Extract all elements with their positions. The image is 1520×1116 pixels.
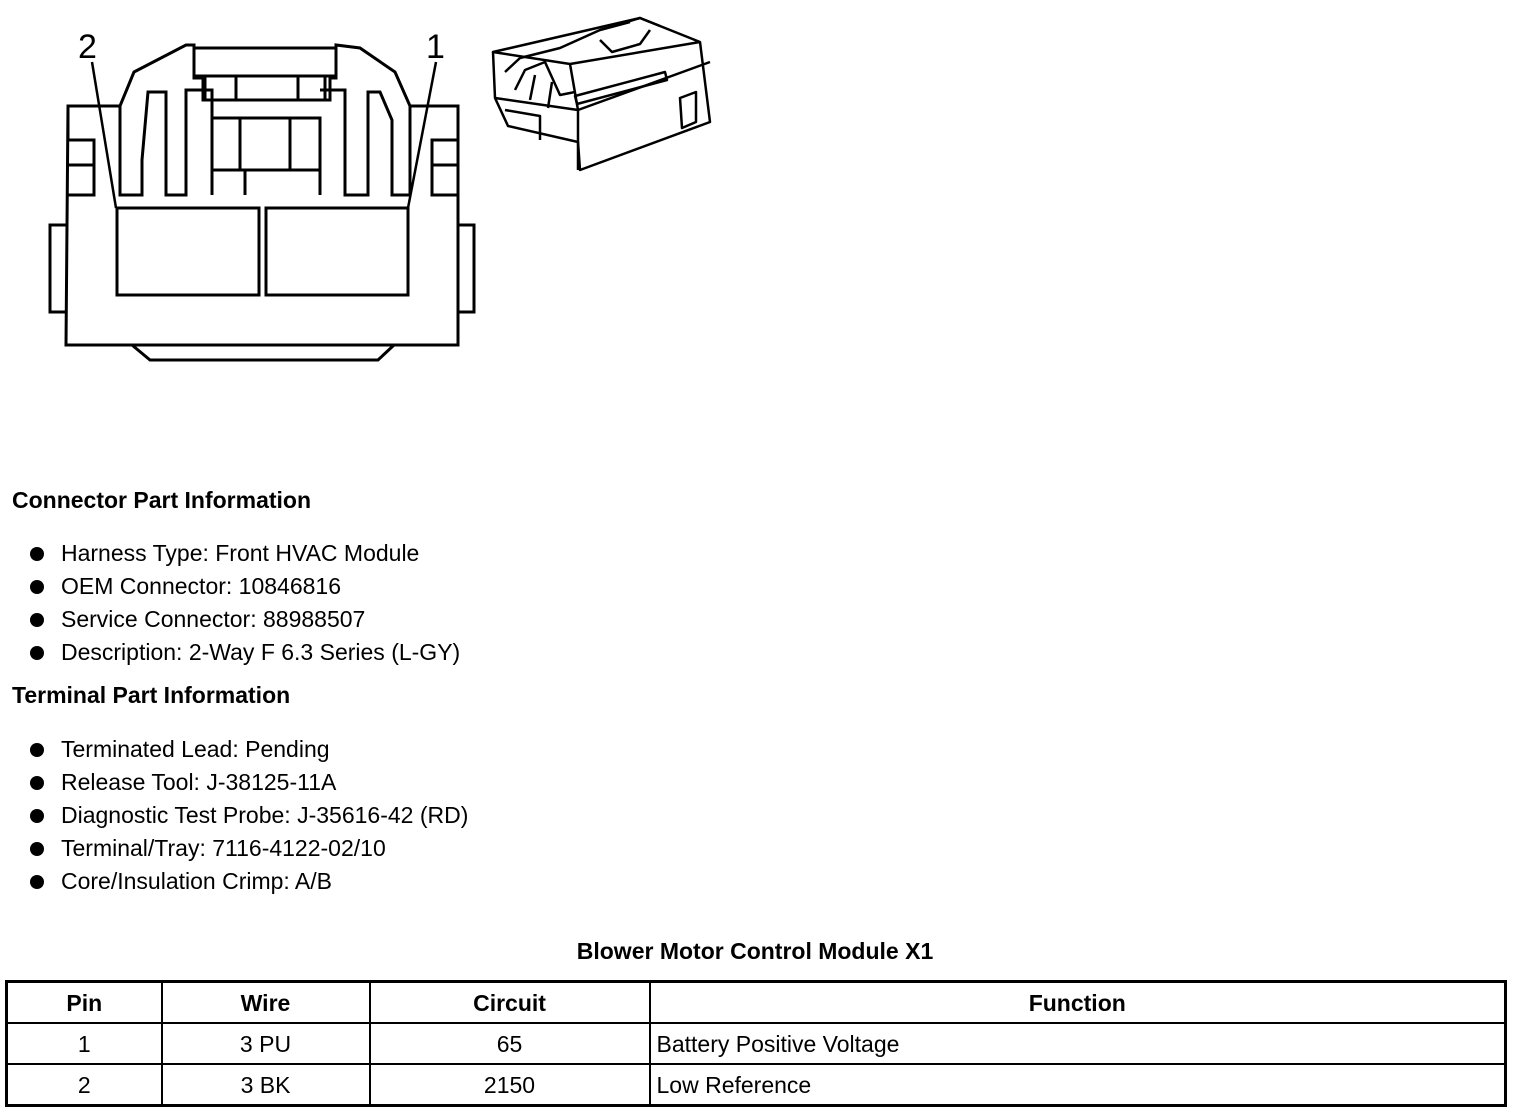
pin-1-label: 1 [426,28,445,66]
left-step-detail [66,106,96,197]
connector-latch [192,46,338,100]
pin-1-leader [406,61,438,209]
cell-wire: 3 PU [160,1022,371,1065]
cavity-pin-2 [115,206,261,297]
cavity-pin-1 [264,206,410,297]
right-step-detail [430,106,460,197]
pin-2-leader [90,61,118,209]
bullet-icon [30,875,44,889]
bullet-icon [30,842,44,856]
connector-isometric-drawing [491,16,712,172]
pin-table: Pin Wire Circuit Function 1 3 PU 65 Batt… [5,980,1507,1107]
list-item: Core/Insulation Crimp: A/B [28,865,468,898]
left-side-tab [48,223,66,314]
cell-pin: 2 [5,1063,163,1107]
cell-wire: 3 BK [160,1063,371,1107]
connector-part-info-heading: Connector Part Information [12,487,312,513]
bullet-icon [30,809,44,823]
iso-front-face [494,60,711,170]
bullet-icon [30,646,44,660]
table-header-row: Pin Wire Circuit Function [5,980,1507,1024]
column-header-wire: Wire [160,980,371,1024]
list-item: Harness Type: Front HVAC Module [28,537,460,570]
iso-inner-detail [504,16,661,140]
cell-pin: 1 [5,1022,163,1065]
bottom-rail [131,343,396,362]
bullet-icon [30,743,44,757]
connector-face-drawing [48,43,476,362]
list-item: Service Connector: 88988507 [28,603,460,636]
cell-circuit: 65 [368,1022,651,1065]
terminal-part-info-list: Terminated Lead: Pending Release Tool: J… [28,733,468,898]
bullet-icon [30,613,44,627]
table-row: 2 3 BK 2150 Low Reference [5,1063,1507,1107]
bullet-icon [30,547,44,561]
list-item: Diagnostic Test Probe: J-35616-42 (RD) [28,799,468,832]
cell-function: Battery Positive Voltage [648,1022,1507,1065]
cell-circuit: 2150 [368,1063,651,1107]
bullet-icon [30,580,44,594]
list-item: Release Tool: J-38125-11A [28,766,468,799]
pin-table-title: Blower Motor Control Module X1 [576,938,934,964]
connector-part-info-list: Harness Type: Front HVAC Module OEM Conn… [28,537,460,669]
list-item: OEM Connector: 10846816 [28,570,460,603]
right-side-tab [458,223,476,314]
column-header-pin: Pin [5,980,163,1024]
pin-2-label: 2 [78,28,97,66]
column-header-circuit: Circuit [368,980,651,1024]
cell-function: Low Reference [648,1063,1507,1107]
internal-ribs [118,88,412,197]
list-item: Terminated Lead: Pending [28,733,468,766]
terminal-part-info-heading: Terminal Part Information [12,682,291,708]
list-item: Description: 2-Way F 6.3 Series (L-GY) [28,636,460,669]
iso-window [678,90,698,130]
latch-window [234,74,300,102]
column-header-function: Function [648,980,1507,1024]
table-row: 1 3 PU 65 Battery Positive Voltage [5,1022,1507,1065]
iso-slot [573,70,669,106]
bullet-icon [30,776,44,790]
list-item: Terminal/Tray: 7116-4122-02/10 [28,832,468,865]
